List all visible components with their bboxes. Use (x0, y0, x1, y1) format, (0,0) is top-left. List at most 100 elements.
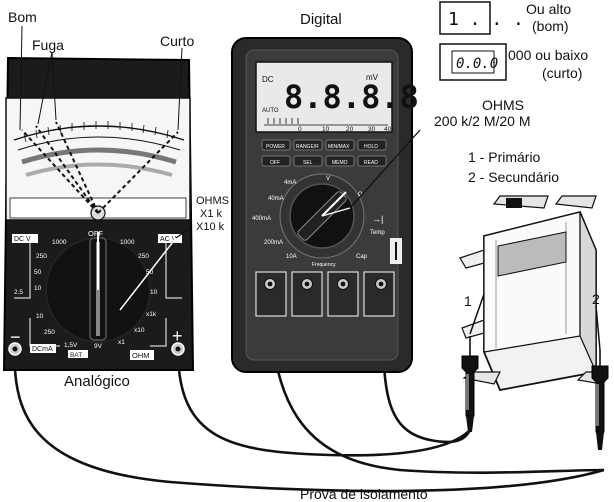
dcv-value: 2.5 (14, 289, 23, 296)
digital-meter: DC mV AUTO 8.8.8.8 0 10 20 30 40 POWER R… (231, 37, 421, 373)
label-prova-isolamento: Prova de isolamento (300, 486, 428, 502)
label-acv: AC V (160, 236, 177, 243)
lcd-scale: 0 (298, 126, 302, 133)
digital-dial-labels: 4mA 40mA 400mA 200mA 10A Frequency Cap T… (252, 176, 385, 268)
label-digital: Digital (300, 11, 342, 28)
lcd-dc: DC (262, 75, 274, 84)
button-power[interactable] (261, 139, 291, 151)
analog-ohms-callout-line (119, 237, 177, 311)
dial-label: 10A (286, 254, 297, 260)
dial-label: Frequency (312, 262, 336, 268)
button-label: MIN/MAX (328, 144, 350, 150)
acv-value: 1000 (120, 239, 135, 246)
button-sel[interactable] (293, 155, 323, 167)
button-memo[interactable] (325, 155, 355, 167)
label-9v: 9V (94, 343, 103, 350)
button-hold[interactable] (357, 139, 387, 151)
label-ohms-analog: OHMS (196, 195, 229, 207)
probe-1-body (461, 355, 479, 417)
label-ohms-digital: OHMS (482, 97, 524, 113)
dcv-value: 1000 (52, 239, 67, 246)
label-dcv: DC V (14, 236, 31, 243)
button-label: HOLD (364, 144, 378, 150)
probe-2[interactable] (591, 350, 609, 450)
needle-fuga-2 (55, 121, 99, 214)
dial-label: Cap (356, 254, 368, 260)
digital-buttons-row1: POWER RANGE/R MIN/MAX HOLD (261, 139, 387, 151)
label-ou-baixo: 000 ou baixo (508, 47, 588, 63)
acv-value: 250 (138, 253, 149, 260)
label-dcma: DCmA (32, 346, 53, 353)
transformer (459, 195, 607, 392)
scale-arc-band2 (25, 162, 173, 177)
label-curto: Curto (160, 33, 194, 49)
lcd-mv: mV (366, 73, 379, 82)
dial-label: 200mA (264, 240, 283, 246)
dial-label: 400mA (252, 216, 271, 222)
button-range[interactable] (293, 139, 323, 151)
analog-meter: DC V AC V OFF DCmA BAT OHM 1,5V 9V 1000 … (2, 25, 195, 371)
wire-analog-plus (176, 349, 471, 457)
probe-1[interactable] (461, 336, 479, 432)
label-curto-paren: (curto) (542, 65, 582, 81)
reading-low-value: 0.0.0 (456, 56, 498, 72)
wire-digital-com (268, 289, 605, 474)
label-bom-paren: (bom) (532, 18, 569, 34)
ma-value: 10 (36, 313, 44, 320)
dial-label: Temp (370, 230, 385, 236)
button-off[interactable] (261, 155, 291, 167)
dcv-value: 50 (34, 269, 42, 276)
reading-low-box (439, 43, 507, 81)
analog-jack-minus-hole (12, 346, 18, 352)
label-off: OFF (88, 229, 103, 238)
dial-label: 40mA (268, 196, 284, 202)
label-bom: Bom (8, 9, 37, 25)
analog-plus-sign: + (172, 326, 183, 346)
label-terminal-1: 1 (464, 293, 472, 309)
dial-label: 4mA (284, 180, 296, 186)
ohm-value: x1 (118, 339, 125, 346)
digital-buttons-row2: OFF SEL MEMO READ (261, 155, 387, 167)
reading-high-value: 1 . . . (448, 9, 524, 30)
lcd-bargraph (264, 118, 388, 126)
analog-dial-labels: DC V AC V OFF DCmA BAT OHM 1,5V 9V 1000 … (12, 229, 182, 360)
dial-label: Ω (358, 192, 363, 198)
reading-low: 0.0.0 000 ou baixo (curto) (439, 43, 588, 81)
button-label: SEL (303, 160, 313, 166)
reading-high-box (439, 1, 491, 35)
needle-curto (97, 131, 179, 214)
diode-icon: →| (372, 214, 383, 224)
button-label: OFF (270, 160, 280, 166)
analog-minus-sign: − (10, 327, 21, 347)
scale-arc-band (21, 147, 177, 165)
dial-label: V (326, 176, 330, 182)
ohm-value: x1k (146, 311, 157, 318)
needle-fuga-1 (35, 125, 99, 214)
wire-analog-minus (13, 349, 605, 493)
acv-value: 10 (150, 289, 158, 296)
dcv-value: 250 (36, 253, 47, 260)
button-read[interactable] (357, 155, 387, 167)
needle-positions (21, 121, 179, 214)
button-minmax[interactable] (325, 139, 355, 151)
label-terminal-2: 2 (592, 291, 600, 307)
digital-jacks (255, 271, 395, 317)
button-label: MEMO (332, 160, 348, 166)
button-label: RANGE/R (296, 144, 319, 150)
label-primario: 1 - Primário (468, 149, 541, 165)
label-ou-alto: Ou alto (526, 1, 571, 17)
button-label: READ (364, 160, 378, 166)
label-1-5v: 1,5V (64, 342, 78, 349)
digital-lcd (255, 61, 393, 133)
scale-ticks (23, 121, 169, 143)
lcd-scale: 30 (368, 126, 376, 133)
lcd-scale: 20 (346, 126, 354, 133)
digital-selector-pointer (321, 191, 347, 217)
label-bat: BAT (70, 352, 82, 359)
label-ohms-x1k: X1 k (200, 208, 223, 220)
reading-high: 1 . . . Ou alto (bom) (439, 1, 571, 35)
lcd-auto: AUTO (262, 108, 279, 114)
ma-value: 250 (44, 329, 55, 336)
